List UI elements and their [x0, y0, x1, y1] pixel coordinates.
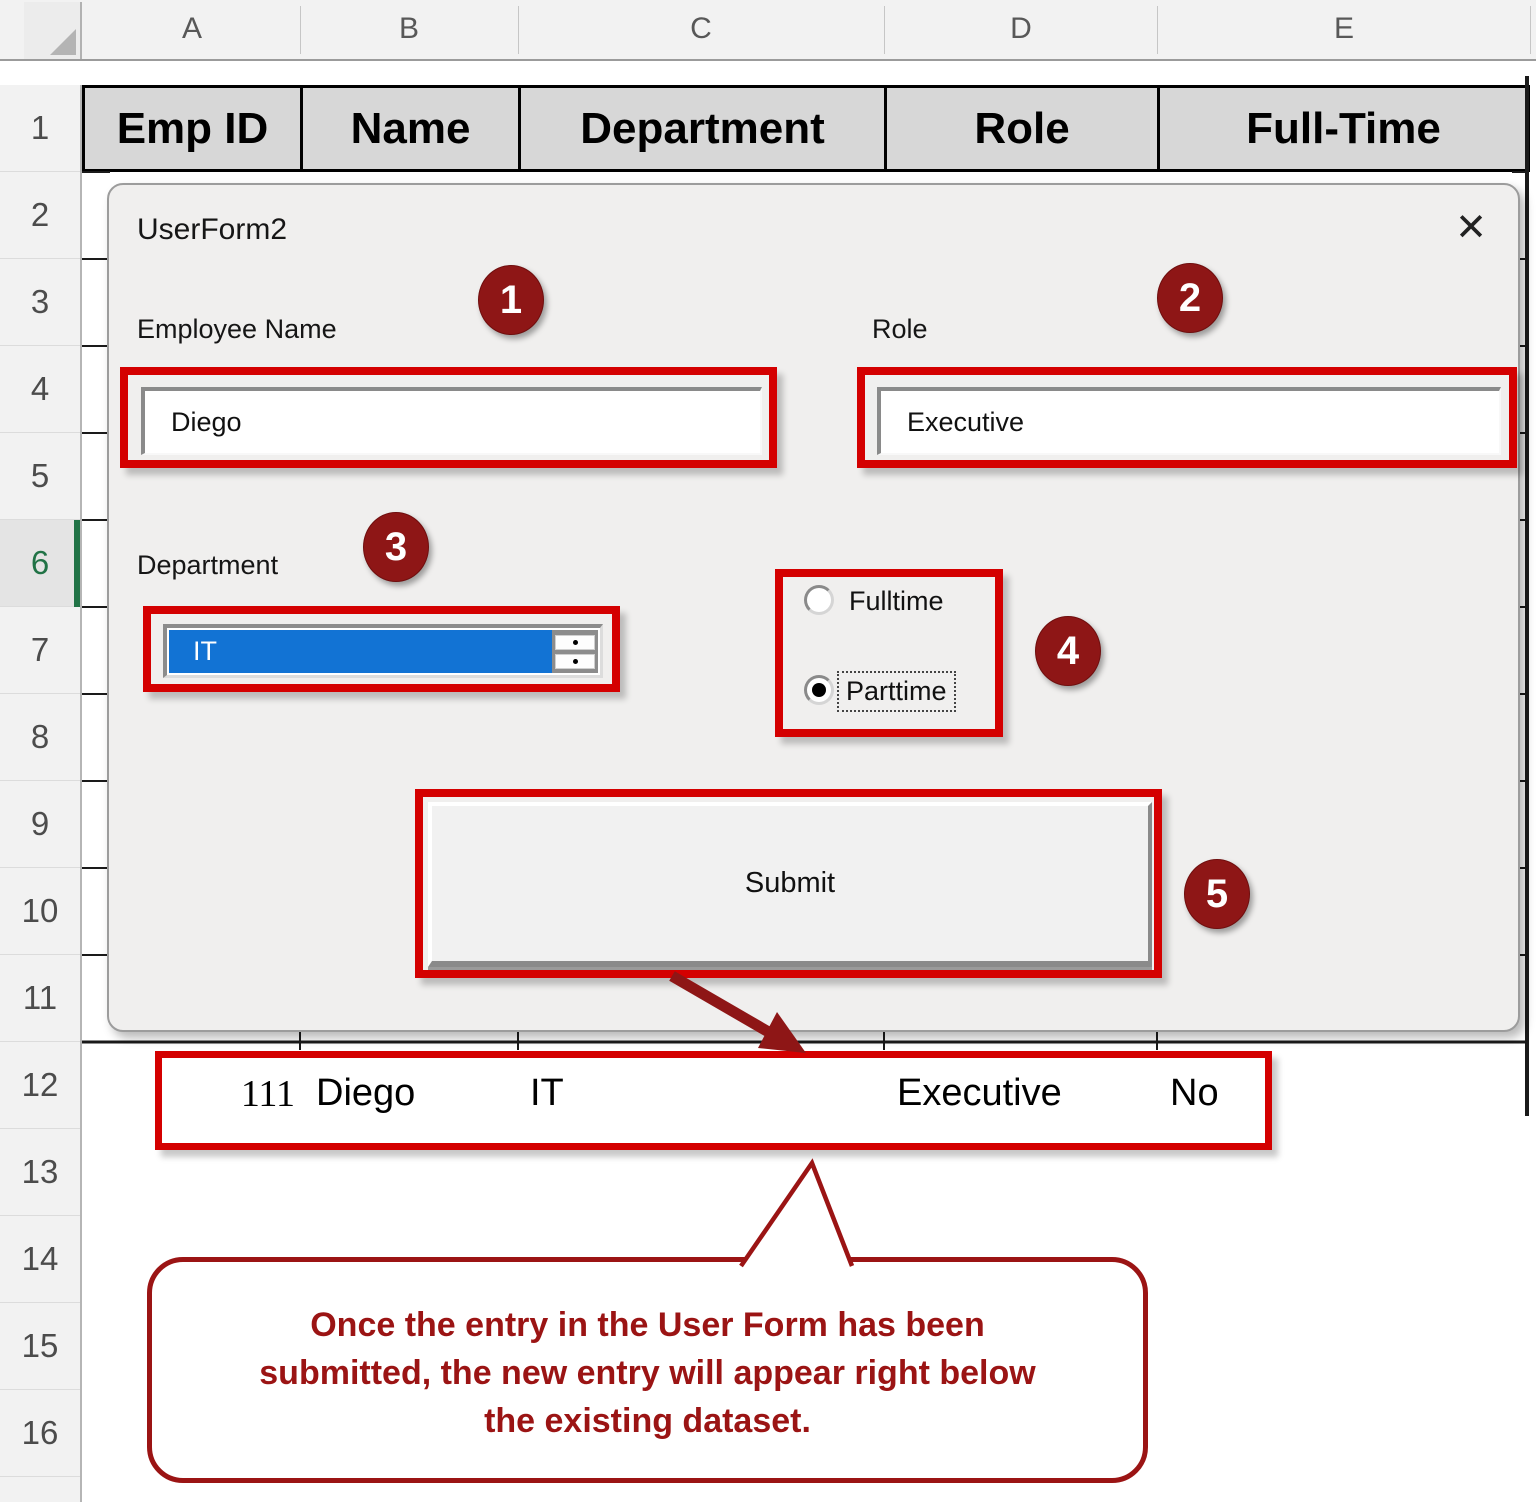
cell-d12-role[interactable]: Executive [897, 1072, 1062, 1114]
step-badge-5: 5 [1184, 859, 1250, 929]
annotation-box-role [857, 367, 1517, 468]
row-header-6-selected[interactable]: 6 [0, 520, 80, 607]
role-label: Role [872, 314, 928, 344]
cell-a1-emp-id[interactable]: Emp ID [82, 85, 303, 172]
department-selected-value[interactable]: IT [169, 630, 552, 673]
column-separator [884, 6, 885, 54]
department-combobox[interactable]: IT [163, 624, 603, 678]
row-header-11[interactable]: 11 [0, 955, 80, 1042]
row-header-14[interactable]: 14 [0, 1216, 80, 1303]
row-header-9[interactable]: 9 [0, 781, 80, 868]
step-badge-2: 2 [1157, 263, 1223, 333]
callout-note: Once the entry in the User Form has been… [147, 1257, 1148, 1483]
column-header-e[interactable]: E [1333, 12, 1355, 45]
column-header-strip: A B C D E [0, 0, 1536, 61]
spin-up-button[interactable] [555, 634, 595, 650]
cell-c1-department[interactable]: Department [518, 85, 887, 172]
department-label: Department [137, 550, 279, 580]
cell-b12-name[interactable]: Diego [316, 1072, 416, 1114]
row-header-16[interactable]: 16 [0, 1390, 80, 1477]
radio-selected-dot [812, 683, 826, 697]
fulltime-radio-label[interactable]: Fulltime [849, 586, 944, 616]
selected-row-indicator [74, 520, 80, 607]
new-entry-row-highlight: 111 Diego IT Executive No [155, 1051, 1272, 1150]
select-all-triangle-icon [50, 29, 76, 55]
step-badge-1: 1 [478, 265, 544, 335]
fulltime-radio[interactable] [804, 585, 834, 615]
row-header-13[interactable]: 13 [0, 1129, 80, 1216]
row-header-3[interactable]: 3 [0, 259, 80, 346]
row-header-strip: 1 2 3 4 5 6 7 8 9 10 11 12 13 14 15 16 [0, 85, 82, 1502]
parttime-radio[interactable] [804, 675, 834, 705]
department-spinner [552, 630, 598, 673]
callout-line-1: Once the entry in the User Form has been [310, 1305, 985, 1344]
select-all-button[interactable] [24, 2, 82, 59]
column-separator [518, 6, 519, 54]
row-header-10[interactable]: 10 [0, 868, 80, 955]
row-header-12[interactable]: 12 [0, 1042, 80, 1129]
annotation-box-department [143, 606, 620, 692]
column-separator [1157, 6, 1158, 54]
step-badge-4: 4 [1035, 616, 1101, 686]
row-header-5[interactable]: 5 [0, 433, 80, 520]
annotation-box-employment-type [775, 569, 1003, 737]
row-header-4[interactable]: 4 [0, 346, 80, 433]
cell-d1-role[interactable]: Role [884, 85, 1160, 172]
employee-name-input[interactable] [141, 387, 762, 455]
close-icon[interactable]: ✕ [1455, 206, 1487, 249]
cell-e12-full-time[interactable]: No [1170, 1072, 1219, 1114]
row-header-15[interactable]: 15 [0, 1303, 80, 1390]
submit-button[interactable]: Submit [428, 802, 1152, 967]
cell-a12-emp-id[interactable]: 111 [240, 1073, 295, 1115]
column-header-c[interactable]: C [690, 12, 712, 45]
row-header-2[interactable]: 2 [0, 172, 80, 259]
callout-tail [739, 1158, 855, 1268]
callout-line-3: the existing dataset. [484, 1402, 811, 1441]
annotation-box-submit [415, 789, 1162, 978]
column-separator [1530, 6, 1531, 54]
cell-c12-department[interactable]: IT [530, 1072, 564, 1114]
spin-down-icon [572, 658, 578, 664]
row-header-8[interactable]: 8 [0, 694, 80, 781]
spin-up-icon [572, 639, 578, 645]
annotation-box-employee-name [120, 367, 777, 468]
column-header-a[interactable]: A [181, 12, 203, 45]
step-badge-3: 3 [363, 512, 429, 582]
spin-down-button[interactable] [555, 653, 595, 669]
column-header-b[interactable]: B [398, 12, 420, 45]
row-header-1[interactable]: 1 [0, 85, 80, 172]
role-input[interactable] [877, 387, 1501, 455]
parttime-radio-label[interactable]: Parttime [837, 671, 956, 712]
employee-name-label: Employee Name [137, 314, 337, 344]
column-header-d[interactable]: D [1010, 12, 1032, 45]
callout-line-2: submitted, the new entry will appear rig… [259, 1353, 1036, 1392]
cell-b1-name[interactable]: Name [300, 85, 521, 172]
userform-title: UserForm2 [137, 213, 288, 246]
column-separator [300, 6, 301, 54]
cell-e1-full-time[interactable]: Full-Time [1157, 85, 1530, 172]
row-header-7[interactable]: 7 [0, 607, 80, 694]
